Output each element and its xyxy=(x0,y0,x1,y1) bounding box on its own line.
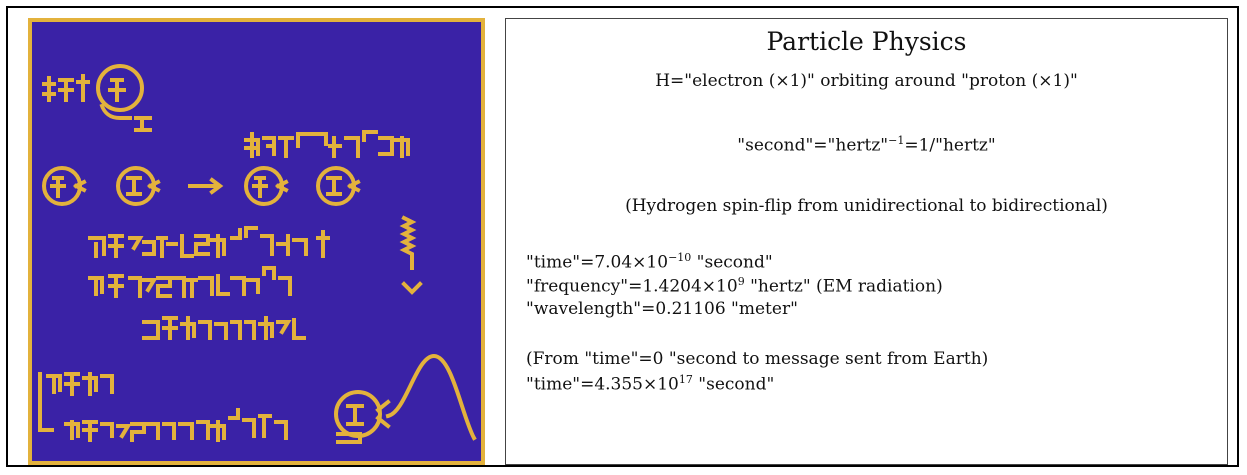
hydrogen-definition: H="electron (×1)" orbiting around "proto… xyxy=(655,71,1078,91)
frequency-value: "frequency"=1.4204×109 "hertz" (EM radia… xyxy=(526,275,943,297)
glyph-rows-4-6 xyxy=(88,215,423,340)
glyph-message-drawing xyxy=(38,64,477,444)
glyph-message-panel xyxy=(28,18,485,465)
second-definition: "second"="hertz"−1=1/"hertz" xyxy=(737,134,996,156)
glyph-row-2 xyxy=(244,130,410,158)
panel-title: Particle Physics xyxy=(766,27,967,56)
glyph-rows-7-8 xyxy=(38,353,477,444)
spin-flip-note: (Hydrogen spin-flip from unidirectional … xyxy=(625,196,1108,216)
explanation-panel: Particle Physics H="electron (×1)" orbit… xyxy=(505,18,1228,465)
time-value: "time"=7.04×10−10 "second" xyxy=(526,251,773,273)
wavelength-value: "wavelength"=0.21106 "meter" xyxy=(526,299,798,319)
from-earth-note: (From "time"=0 "second to message sent f… xyxy=(526,349,989,369)
glyph-row-1 xyxy=(42,64,152,132)
glyph-row-3 xyxy=(42,166,361,206)
time-since-value: "time"=4.355×1017 "second" xyxy=(526,373,775,395)
